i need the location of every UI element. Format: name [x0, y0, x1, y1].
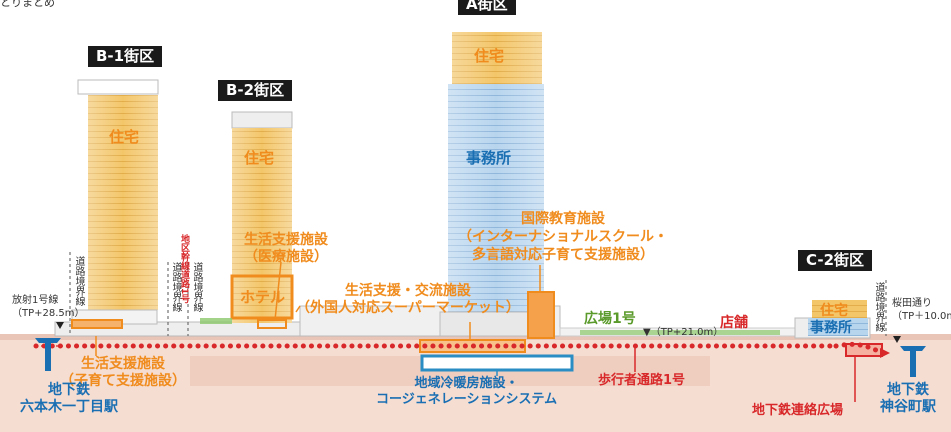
road-left-line1: 放射1号線 [12, 295, 59, 306]
district-label-a: A街区 [458, 0, 516, 15]
road-right-line1: 桜田通り [892, 298, 932, 309]
trunk-road-label: 地区幹線道路1号 [179, 234, 189, 304]
plaza-level-label: ▼（TP+21.0m） [643, 327, 724, 338]
b2-residential-label: 住宅 [244, 149, 275, 167]
dhc-line2: コージェネレーションシステム [376, 392, 558, 407]
road-boundary-label-1: 道路境界線 [73, 256, 84, 306]
subway-station-icon [900, 346, 926, 377]
dhc-label: 地域冷暖房施設・ コージェネレーションシステム [376, 376, 557, 408]
level-marker-left [56, 322, 64, 329]
district-label-c2: C-2街区 [798, 250, 873, 271]
greenery-plaza [580, 330, 780, 335]
station-left-line2: 六本木一丁目駅 [20, 399, 118, 415]
greenery-b2 [200, 318, 232, 324]
a-tower-base [439, 311, 531, 337]
childcare-line1: 生活支援施設 [81, 356, 165, 372]
hotel-label: ホテル [240, 288, 286, 306]
hotel-box [230, 274, 294, 320]
education-facility-label: 国際教育施設 （インターナショナルスクール・ 多言語対応子育て支援施設） [458, 210, 668, 264]
station-right-label: 地下鉄 神谷町駅 [880, 382, 936, 416]
childcare-facility-label: 生活支援施設 （子育て支援施設） [60, 356, 186, 390]
shops-label: 店舗 [720, 315, 748, 331]
edu-line3: 多言語対応子育て支援施設） [472, 247, 654, 263]
station-right-line1: 地下鉄 [887, 382, 929, 398]
edu-line2: （インターナショナルスクール・ [458, 229, 668, 245]
edu-line1: 国際教育施設 [521, 211, 605, 227]
subway-station-icon [35, 338, 61, 371]
dhc-box [420, 354, 574, 372]
road-left-label: 放射1号線 （TP+28.5m） [12, 294, 85, 320]
exchange-facility-label: 生活支援・交流施設 （外国人対応スーパーマーケット） [296, 283, 520, 317]
b2-crown [231, 111, 293, 129]
road-right-label: 桜田通り （TP＋10.0m） [892, 297, 951, 323]
exchange-line2: （外国人対応スーパーマーケット） [296, 300, 520, 316]
b1-top-outline [77, 79, 159, 95]
road-right-line2: （TP＋10.0m） [892, 311, 951, 322]
walkway-arrow-head [880, 348, 890, 358]
medical-line2: （医療施設） [244, 249, 328, 265]
subway-plaza-label: 地下鉄連絡広場 [752, 403, 844, 418]
walkway-dotted-curve [833, 341, 883, 355]
education-block [527, 291, 555, 339]
childcare-box [71, 319, 123, 329]
station-left-label: 地下鉄 六本木一丁目駅 [20, 382, 118, 416]
c2-office-label: 事務所 [810, 320, 852, 336]
header-partial-text: とりまとめ [0, 0, 55, 9]
exchange-line1: 生活支援・交流施設 [344, 283, 471, 299]
station-right-line2: 神谷町駅 [880, 399, 936, 415]
level-marker-right [893, 336, 901, 343]
dhc-line1: 地域冷暖房施設・ [414, 376, 519, 391]
b1-residential-label: 住宅 [109, 128, 140, 146]
a-residential-label: 住宅 [474, 47, 505, 65]
walkway-label: 歩行者通路1号 [598, 373, 686, 388]
district-label-b1: B-1街区 [88, 46, 163, 67]
district-label-b2: B-2街区 [218, 80, 293, 101]
a-office-label: 事務所 [466, 149, 512, 167]
c2-residential [812, 300, 867, 320]
medical-box [257, 319, 287, 329]
plaza-label: 広場1号 [584, 311, 636, 327]
c2-residential-label: 住宅 [820, 303, 848, 319]
road-boundary-label-2: 道路境界線 [170, 262, 181, 312]
medical-facility-label: 生活支援施設 （医療施設） [244, 232, 328, 266]
road-left-line2: （TP+28.5m） [12, 308, 85, 319]
childcare-line2: （子育て支援施設） [60, 373, 186, 389]
medical-line1: 生活支援施設 [244, 232, 328, 248]
road-boundary-label-3: 道路境界線 [191, 262, 202, 312]
road-boundary-label-4: 道路境界線 [873, 282, 884, 332]
station-left-line1: 地下鉄 [48, 382, 90, 398]
c2-office [808, 318, 868, 336]
ground-strip [0, 334, 951, 340]
